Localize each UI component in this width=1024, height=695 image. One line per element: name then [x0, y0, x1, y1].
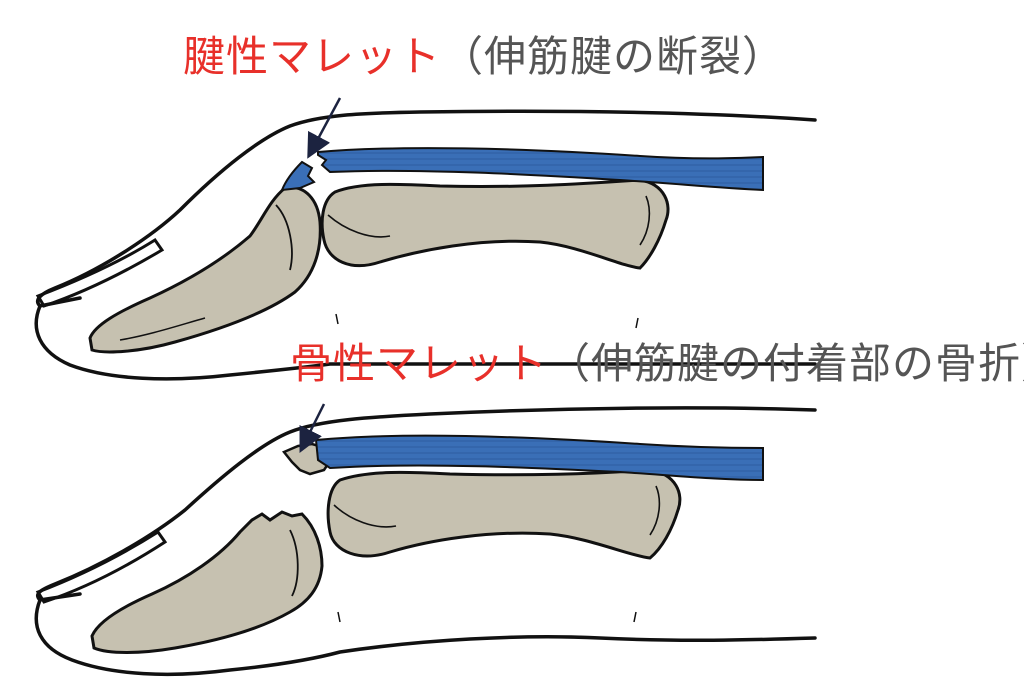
extensor-tendon-top [317, 147, 764, 192]
top-panel [34, 97, 817, 381]
tendon-mallet-label: 腱性マレット [183, 32, 442, 81]
bottom-panel-caption: 骨性マレット（伸筋腱の付着部の骨折） [290, 343, 1024, 385]
extensor-tendon-bottom [314, 434, 764, 482]
nail-top [35, 237, 165, 308]
bottom-panel [34, 403, 817, 677]
bony-mallet-description: （伸筋腱の付着部の骨折） [548, 339, 1024, 388]
nail-bottom [35, 529, 168, 604]
top-panel-caption: 腱性マレット（伸筋腱の断裂） [183, 36, 785, 78]
tendon-mallet-description: （伸筋腱の断裂） [441, 32, 786, 81]
arrow-icon [307, 97, 342, 159]
middle-phalanx-top [320, 178, 670, 270]
middle-phalanx-bottom [326, 468, 682, 560]
arrow-icon [299, 403, 326, 453]
distal-phalanx-bottom [90, 510, 324, 654]
distal-phalanx-top [88, 185, 322, 354]
bony-mallet-label: 骨性マレット [290, 339, 549, 388]
tendon-stub-top [280, 160, 316, 192]
